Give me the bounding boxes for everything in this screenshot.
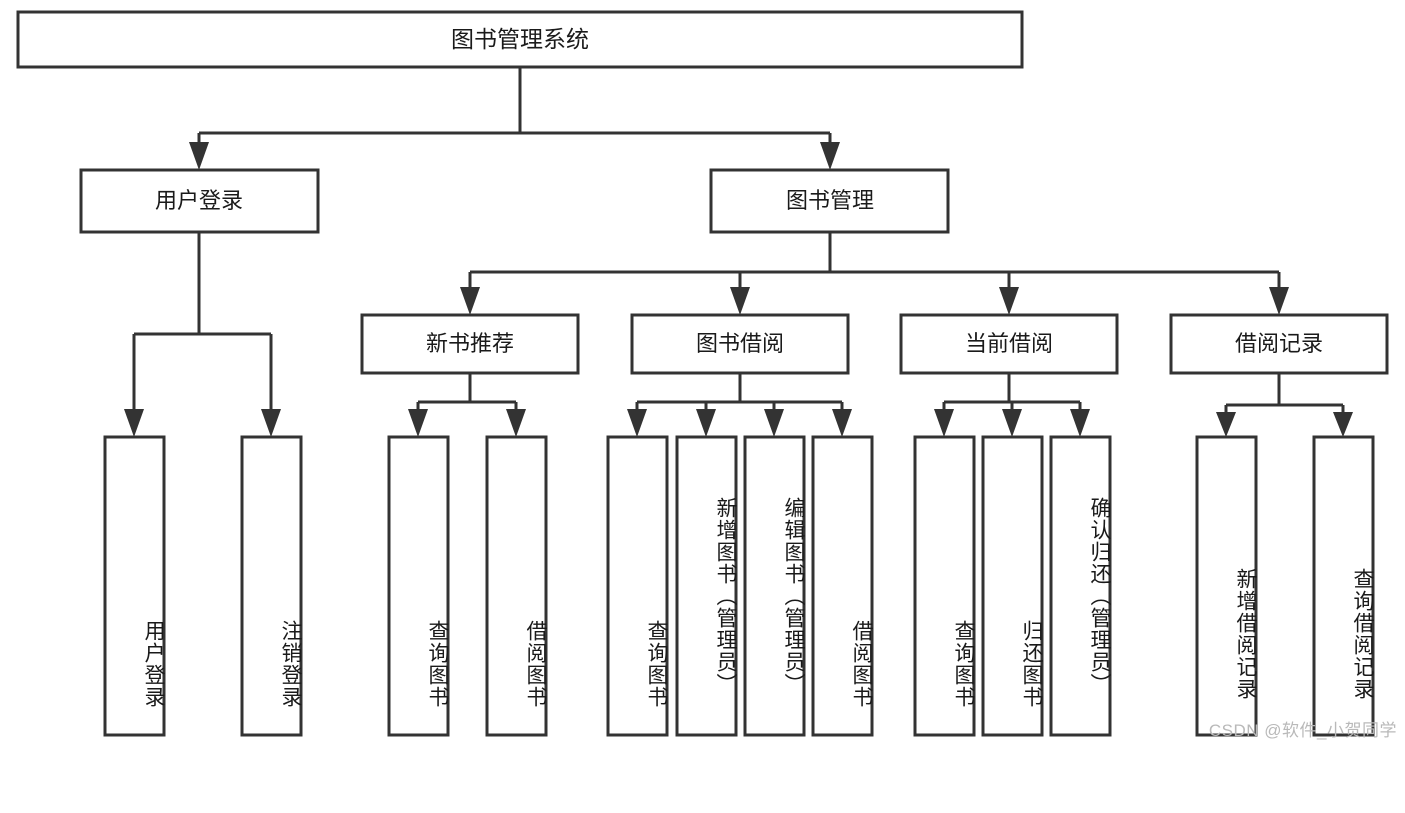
node-root-box[interactable]	[16, 10, 1024, 69]
node-leaf-query-book-1-box[interactable]	[387, 435, 450, 737]
diagram-canvas: 图书管理系统 用户登录 图书管理 新书推荐 图书借阅 当前借阅 借阅记录	[16, 10, 1389, 737]
node-book-manage[interactable]: 图书管理	[709, 168, 950, 234]
node-leaf-borrow-book-2-box[interactable]	[811, 435, 874, 737]
node-user-login[interactable]: 用户登录	[79, 168, 320, 234]
arrow-head-book-manage	[820, 142, 840, 170]
arrow-head-leaf-return-book	[1002, 409, 1022, 437]
arrow-head-leaf-logout-login	[261, 409, 281, 437]
node-leaf-edit-book-admin-box[interactable]	[743, 435, 806, 737]
arrow-head-book-borrow	[730, 287, 750, 315]
arrow-head-current-borrow	[999, 287, 1019, 315]
arrow-head-leaf-query-book-2	[627, 409, 647, 437]
leaf-box-layer	[103, 435, 1375, 737]
node-leaf-logout-login-box[interactable]	[240, 435, 303, 737]
node-book-manage-label: 图书管理	[786, 188, 874, 213]
node-current-borrow-box[interactable]	[899, 313, 1119, 375]
arrow-head-leaf-add-book-admin	[696, 409, 716, 437]
node-leaf-return-book-box[interactable]	[981, 435, 1044, 737]
node-new-book-rec[interactable]: 新书推荐	[360, 313, 580, 375]
node-new-book-rec-label: 新书推荐	[426, 331, 514, 356]
arrow-head-leaf-add-borrow-record	[1216, 412, 1236, 437]
node-user-login-box[interactable]	[79, 168, 320, 234]
node-leaf-query-borrow-record-box[interactable]	[1312, 435, 1375, 737]
node-current-borrow[interactable]: 当前借阅	[899, 313, 1119, 375]
node-leaf-query-book-3-box[interactable]	[913, 435, 976, 737]
node-root-label: 图书管理系统	[451, 26, 589, 52]
arrow-head-leaf-query-book-1	[408, 409, 428, 437]
connector-layer	[124, 67, 1353, 437]
node-borrow-record-label: 借阅记录	[1235, 331, 1323, 356]
node-leaf-add-book-admin-box[interactable]	[675, 435, 738, 737]
node-book-borrow-box[interactable]	[630, 313, 850, 375]
node-borrow-record[interactable]: 借阅记录	[1169, 313, 1389, 375]
arrow-head-leaf-edit-book-admin	[764, 409, 784, 437]
node-book-manage-box[interactable]	[709, 168, 950, 234]
node-borrow-record-box[interactable]	[1169, 313, 1389, 375]
node-leaf-add-borrow-record-box[interactable]	[1195, 435, 1258, 737]
node-leaf-confirm-return-admin-box[interactable]	[1049, 435, 1112, 737]
arrow-head-borrow-record	[1269, 287, 1289, 315]
arrow-head-leaf-user-login	[124, 409, 144, 437]
arrow-head-new-book-rec	[460, 287, 480, 315]
arrow-head-leaf-borrow-book-2	[832, 409, 852, 437]
node-leaf-borrow-book-1-box[interactable]	[485, 435, 548, 737]
node-book-borrow[interactable]: 图书借阅	[630, 313, 850, 375]
hierarchy-diagram: 图书管理系统 用户登录 图书管理 新书推荐 图书借阅 当前借阅 借阅记录	[16, 10, 1397, 740]
arrow-head-leaf-query-book-3	[934, 409, 954, 437]
node-current-borrow-label: 当前借阅	[965, 331, 1053, 356]
arrow-head-leaf-confirm-return-admin	[1070, 409, 1090, 437]
node-leaf-user-login-box[interactable]	[103, 435, 166, 737]
node-new-book-rec-box[interactable]	[360, 313, 580, 375]
node-root[interactable]: 图书管理系统	[16, 10, 1024, 69]
node-leaf-query-book-2-box[interactable]	[606, 435, 669, 737]
csdn-watermark: CSDN @软件_小贺同学	[1208, 721, 1397, 740]
node-user-login-label: 用户登录	[155, 188, 243, 213]
arrow-head-leaf-query-borrow-record	[1333, 412, 1353, 437]
arrow-head-user-login	[189, 142, 209, 170]
arrow-head-leaf-borrow-book-1	[506, 409, 526, 437]
node-book-borrow-label: 图书借阅	[696, 331, 784, 356]
